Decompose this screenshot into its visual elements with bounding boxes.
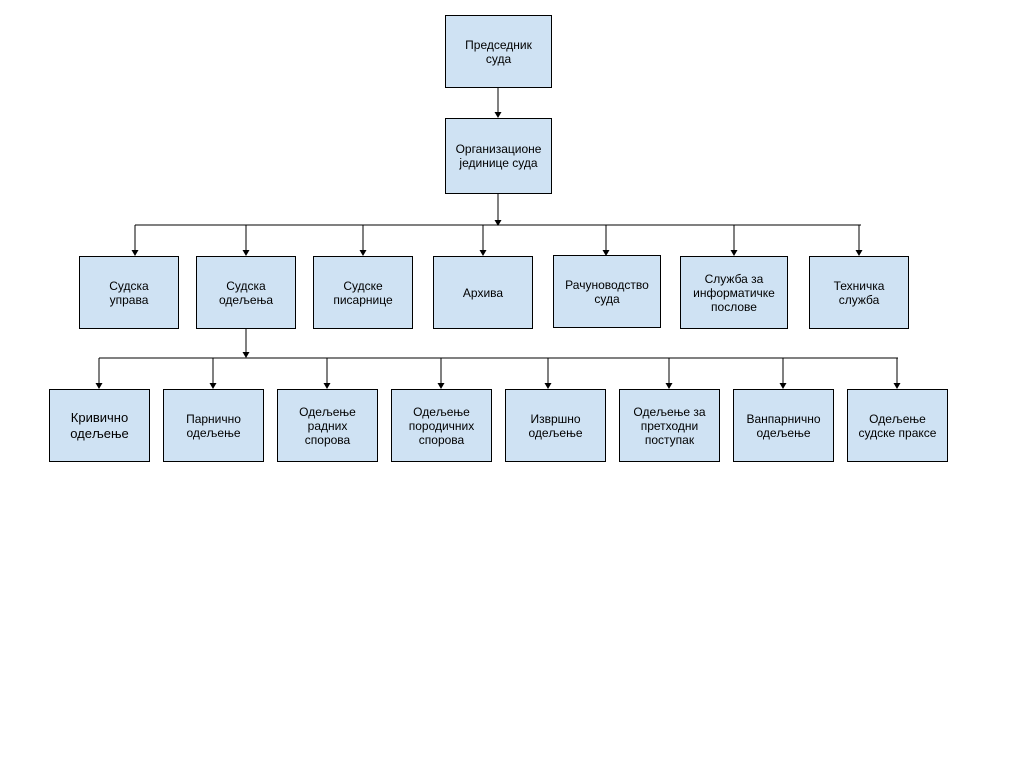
node-criminal-department: Кривично одељење xyxy=(49,389,150,462)
node-label: Техничка служба xyxy=(833,278,885,307)
node-label: Ванпарнично одељење xyxy=(746,411,821,440)
node-label: Архива xyxy=(462,285,504,300)
node-civil-department: Парнично одељење xyxy=(163,389,264,462)
node-it-service: Служба за информатичке послове xyxy=(680,256,788,329)
node-accounting: Рачуноводство суда xyxy=(553,255,661,328)
node-label: Рачуноводство суда xyxy=(565,277,649,306)
arrow-level3-0-arrowhead xyxy=(95,383,103,389)
node-label: Судска управа xyxy=(109,278,149,307)
arrow-level3-1-arrowhead xyxy=(209,383,217,389)
arrow-departments-to-bus-arrowhead xyxy=(242,352,250,358)
node-court-registries: Судске писарнице xyxy=(313,256,413,329)
node-org-units-label: Организационе јединице суда xyxy=(455,142,542,170)
arrow-level2-6-arrowhead xyxy=(855,250,863,256)
node-technical-service: Техничка служба xyxy=(809,256,909,329)
node-label: Судска одељења xyxy=(218,278,274,307)
node-label: Одељење радних спорова xyxy=(299,404,356,447)
arrow-level3-2-arrowhead xyxy=(323,383,331,389)
arrow-level2-1-arrowhead xyxy=(242,250,250,256)
arrow-president-to-org-arrowhead xyxy=(494,112,502,118)
node-labor-disputes-department: Одељење радних спорова xyxy=(277,389,378,462)
arrow-org-to-bus-arrowhead xyxy=(494,220,502,226)
arrow-level3-5-arrowhead xyxy=(665,383,673,389)
node-label: Кривично одељење xyxy=(70,409,129,441)
node-president-label: Председник суда xyxy=(465,37,532,66)
node-president: Председник суда xyxy=(445,15,552,88)
node-family-disputes-department: Одељење породичних спорова xyxy=(391,389,492,462)
node-label: Судске писарнице xyxy=(333,278,393,307)
node-org-units: Организационе јединице суда xyxy=(445,118,552,194)
node-label: Одељење породичних спорова xyxy=(408,404,475,447)
arrow-level2-4-arrowhead xyxy=(602,250,610,256)
node-enforcement-department: Извршно одељење xyxy=(505,389,606,462)
node-court-departments: Судска одељења xyxy=(196,256,296,329)
arrow-level3-4-arrowhead xyxy=(544,383,552,389)
node-label: Парнично одељење xyxy=(186,411,241,440)
node-label: Одељење судске праксе xyxy=(858,411,937,440)
arrow-level3-3-arrowhead xyxy=(437,383,445,389)
node-label: Служба за информатичке послове xyxy=(693,271,775,314)
node-case-law-department: Одељење судске праксе xyxy=(847,389,948,462)
node-preliminary-proceedings-department: Одељење за претходни поступак xyxy=(619,389,720,462)
arrow-level2-3-arrowhead xyxy=(479,250,487,256)
arrow-level3-6-arrowhead xyxy=(779,383,787,389)
node-label: Одељење за претходни поступак xyxy=(633,404,706,447)
arrow-level2-0-arrowhead xyxy=(131,250,139,256)
arrow-level3-7-arrowhead xyxy=(893,383,901,389)
node-archive: Архива xyxy=(433,256,533,329)
node-court-administration: Судска управа xyxy=(79,256,179,329)
node-label: Извршно одељење xyxy=(528,411,583,440)
arrow-level2-5-arrowhead xyxy=(730,250,738,256)
node-non-contentious-department: Ванпарнично одељење xyxy=(733,389,834,462)
arrow-level2-2-arrowhead xyxy=(359,250,367,256)
